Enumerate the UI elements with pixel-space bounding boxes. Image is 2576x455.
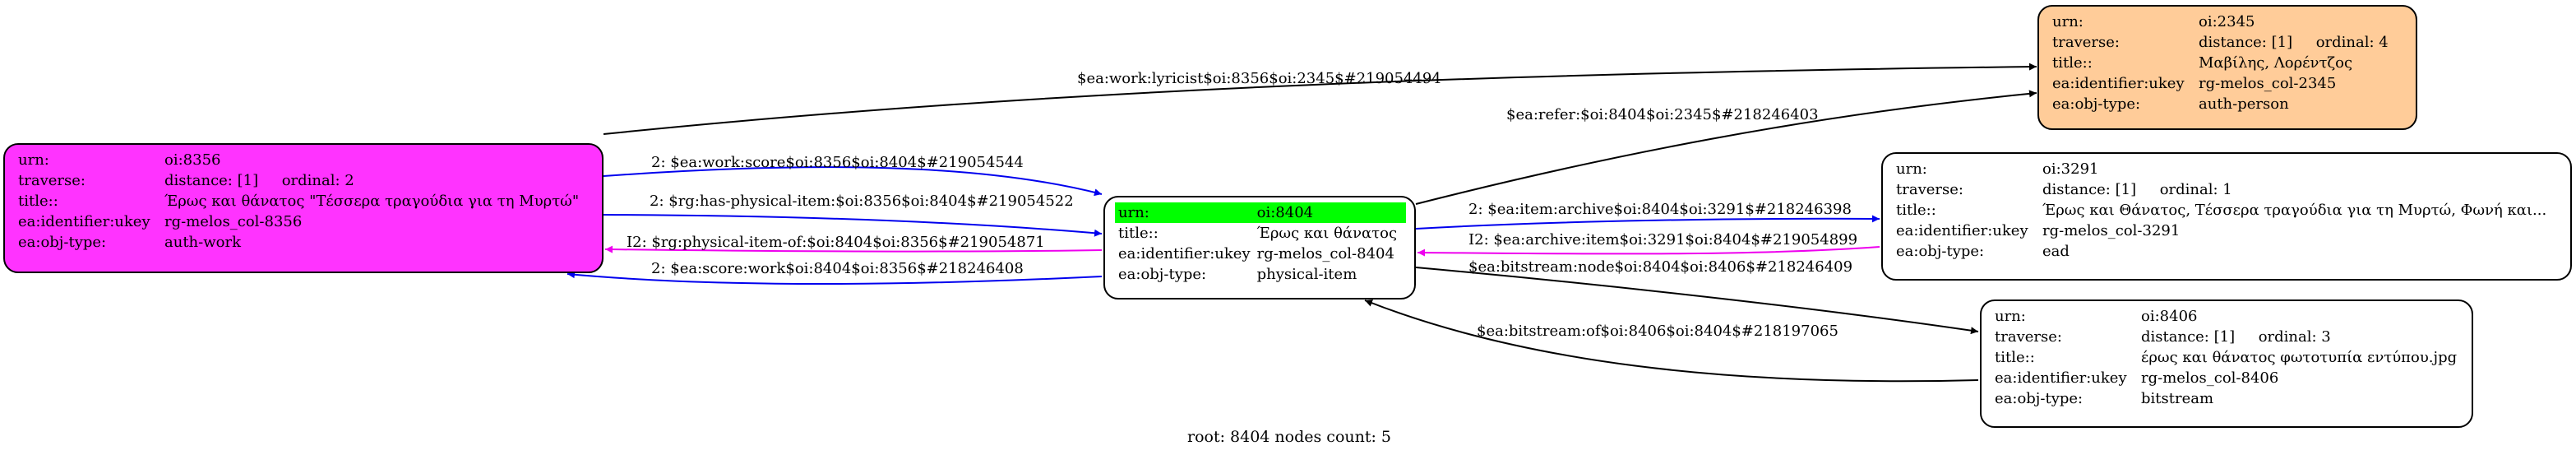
node-value: rg-melos_col-8404 — [1256, 245, 1394, 262]
node-value: distance: [1] ordinal: 2 — [164, 172, 354, 189]
edge-label-bitstream-of: $ea:bitstream:of$oi:8406$oi:8404$#218197… — [1477, 323, 1838, 340]
node-value: bitstream — [2141, 390, 2214, 407]
node-key: traverse: — [1896, 181, 1963, 198]
node-key: urn: — [1995, 308, 2026, 325]
node-value: Μαβίλης, Λορέντζος — [2199, 54, 2353, 72]
node-key: ea:obj-type: — [1995, 390, 2083, 407]
edge-item-archive — [1415, 215, 1880, 230]
node-key: traverse: — [18, 172, 86, 189]
node-value: distance: [1] ordinal: 1 — [2042, 181, 2232, 198]
node-value: distance: [1] ordinal: 4 — [2199, 34, 2389, 51]
node-key: ea:identifier:ukey — [1896, 222, 2028, 239]
edge-physical-of — [604, 245, 1103, 253]
node-oi-8356[interactable]: urn: oi:8356 traverse: distance: [1] ordin… — [3, 143, 604, 273]
edge-label-archive-item: I2: $ea:archive:item$oi:3291$oi:8404$#21… — [1468, 231, 1857, 248]
edge-label-lyricist: $ea:work:lyricist$oi:8356$oi:2345$#21905… — [1077, 70, 1441, 87]
edge-label-has-physical: 2: $rg:has-physical-item:$oi:8356$oi:840… — [650, 193, 1074, 210]
node-key: ea:identifier:ukey — [2052, 75, 2185, 92]
node-value: physical-item — [1256, 266, 1357, 283]
node-key: ea:obj-type: — [2052, 95, 2141, 113]
edge-work-score — [603, 166, 1103, 197]
node-key: traverse: — [1995, 328, 2062, 346]
node-value: auth-work — [164, 234, 241, 251]
node-value: oi:8356 — [164, 151, 221, 169]
node-value: Έρως και θάνατος — [1256, 225, 1398, 242]
node-key: title:: — [2052, 54, 2093, 72]
edge-label-item-archive: 2: $ea:item:archive$oi:8404$oi:3291$#218… — [1468, 201, 1852, 218]
graph-footer-label: root: 8404 nodes count: 5 — [1187, 428, 1392, 446]
node-value: oi:3291 — [2042, 160, 2099, 178]
edge-archive-item — [1417, 246, 1880, 257]
edge-label-score-work: 2: $ea:score:work$oi:8404$oi:8356$#21824… — [651, 260, 1024, 277]
node-key: ea:identifier:ukey — [18, 213, 150, 230]
node-key: urn: — [1115, 202, 1254, 223]
node-key: ea:identifier:ukey — [1118, 245, 1251, 262]
node-key: ea:identifier:ukey — [1995, 369, 2127, 387]
root-highlight-row: urn:oi:8404 — [1115, 202, 1406, 223]
node-value: Έρως και Θάνατος, Τέσσερα τραγούδια για … — [2042, 202, 2547, 219]
node-key: title:: — [18, 193, 58, 210]
node-oi-3291[interactable]: urn: oi:3291 traverse: distance: [1] ordin… — [1881, 152, 2572, 281]
edge-label-work-score: 2: $ea:work:score$oi:8356$oi:8404$#21905… — [651, 154, 1024, 171]
node-oi-8406[interactable]: urn: oi:8406 traverse: distance: [1] ordin… — [1980, 299, 2473, 428]
node-key: title:: — [1896, 202, 1936, 219]
node-oi-8404[interactable]: urn:oi:8404 title::Έρως και θάνατος ea:i… — [1103, 196, 1416, 299]
node-key: ea:obj-type: — [1118, 266, 1207, 283]
node-value: oi:8404 — [1253, 202, 1406, 223]
node-value: rg-melos_col-3291 — [2042, 222, 2181, 239]
edge-label-bitstream-node: $ea:bitstream:node$oi:8404$oi:8406$#2182… — [1468, 258, 1852, 276]
node-value: Έρως και θάνατος "Τέσσερα τραγούδια για … — [164, 193, 580, 210]
node-value: oi:2345 — [2199, 13, 2255, 30]
node-value: oi:8406 — [2141, 308, 2198, 325]
edge-label-physical-of: I2: $rg:physical-item-of:$oi:8404$oi:835… — [627, 234, 1045, 251]
node-value: rg-melos_col-2345 — [2199, 75, 2337, 92]
node-value: auth-person — [2199, 95, 2289, 113]
node-key: urn: — [2052, 13, 2083, 30]
node-key: title:: — [1118, 225, 1159, 242]
node-key: title:: — [1995, 349, 2035, 366]
node-value: distance: [1] ordinal: 3 — [2141, 328, 2331, 346]
node-value: rg-melos_col-8356 — [164, 213, 303, 230]
edge-score-work — [567, 271, 1103, 286]
node-key: urn: — [1896, 160, 1927, 178]
edge-bitstream-node — [1415, 267, 1979, 335]
edge-lyricist — [603, 63, 2037, 135]
edge-label-refer: $ea:refer:$oi:8404$oi:2345$#218246403 — [1506, 106, 1819, 123]
node-value: ead — [2042, 243, 2070, 260]
edge-refer — [1415, 90, 2037, 205]
edge-bitstream-of — [1364, 299, 1979, 383]
node-key: traverse: — [2052, 34, 2120, 51]
node-key: ea:obj-type: — [18, 234, 107, 251]
node-oi-2345[interactable]: urn: oi:2345 traverse: distance: [1] ordin… — [2037, 5, 2417, 130]
node-value: rg-melos_col-8406 — [2141, 369, 2279, 387]
node-key: ea:obj-type: — [1896, 243, 1985, 260]
node-key: urn: — [18, 151, 49, 169]
node-value: έρως και θάνατος φωτοτυπία εντύπου.jpg — [2141, 349, 2458, 366]
edge-has-physical — [603, 214, 1103, 237]
